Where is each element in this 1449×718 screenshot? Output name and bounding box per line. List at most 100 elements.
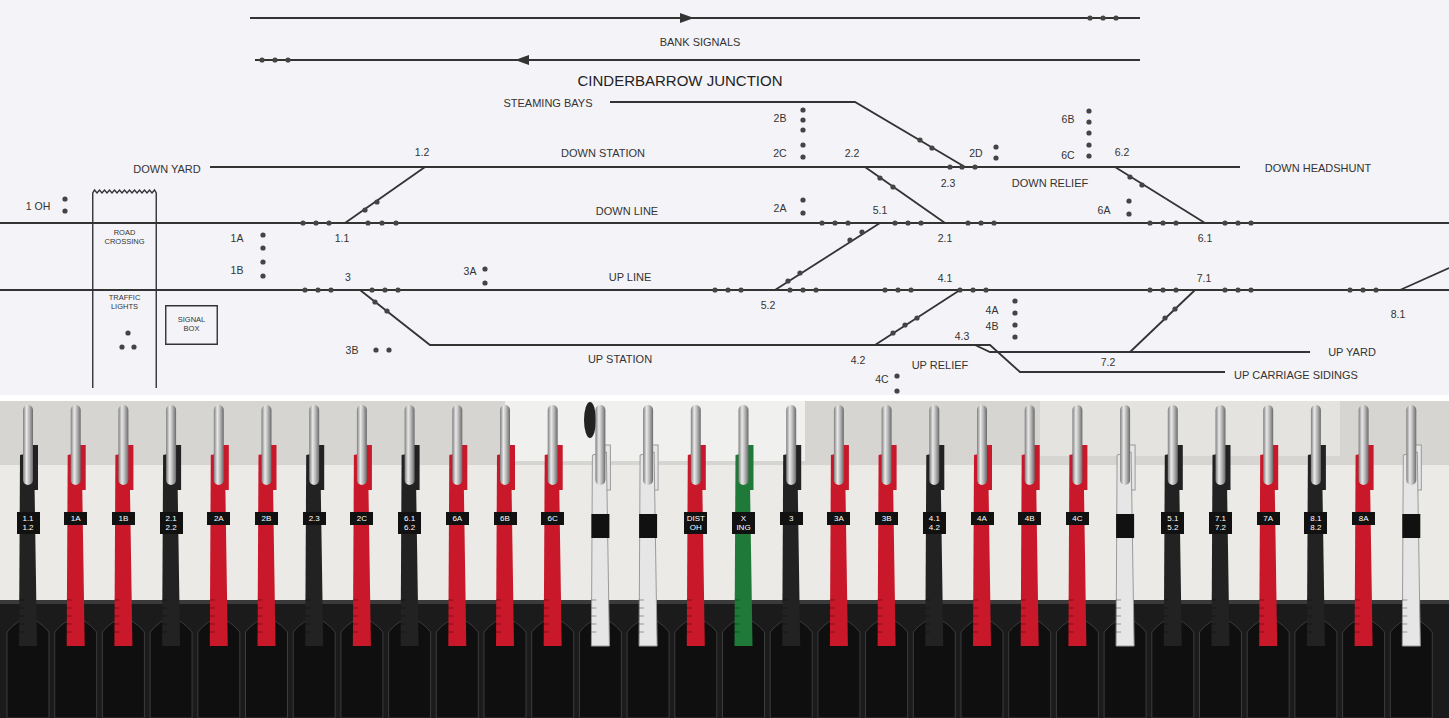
lever-teeth (782, 624, 787, 625)
lever-teeth (19, 608, 24, 609)
lever-teeth (401, 632, 406, 633)
lever-plate: 2C (350, 512, 373, 525)
lever-teeth (162, 600, 167, 601)
direction-arrow (680, 13, 694, 23)
track-line (250, 17, 1140, 19)
lever-plate: 6C (541, 512, 564, 525)
lever-handle (309, 405, 319, 485)
lever-teeth (1068, 600, 1073, 601)
signal-dot (993, 155, 998, 160)
signal-dot (1173, 220, 1178, 225)
signal-dot (847, 237, 852, 242)
track-line (1130, 290, 1195, 352)
signal-dot (119, 344, 124, 349)
lever-teeth (973, 624, 978, 625)
signal-dot (1173, 287, 1178, 292)
signal-dot (712, 287, 717, 292)
lever-teeth (973, 608, 978, 609)
lever-teeth (639, 608, 644, 609)
lever-teeth (162, 608, 167, 609)
lever-teeth (448, 616, 453, 617)
lever-handle (214, 405, 224, 485)
signal-dot (959, 164, 964, 169)
lever-teeth (1307, 616, 1312, 617)
lever-teeth (1116, 616, 1121, 617)
signal-dot (993, 144, 998, 149)
signal-dot (260, 273, 265, 278)
lever-teeth (1402, 632, 1407, 633)
signal-dot (1160, 220, 1165, 225)
line-name: UP RELIEF (912, 360, 969, 371)
signal-dot (800, 210, 805, 215)
lever-teeth (591, 600, 596, 601)
lever-teeth (19, 632, 24, 633)
signal-dot (832, 220, 837, 225)
lever-teeth (1164, 608, 1169, 609)
lever-teeth (305, 600, 310, 601)
lever-teeth (878, 624, 883, 625)
signal-dot (365, 220, 370, 225)
lever-plate-blank (639, 514, 657, 538)
lever-teeth (925, 616, 930, 617)
lever-teeth (925, 608, 930, 609)
lever-teeth (1068, 616, 1073, 617)
lever-teeth (1307, 624, 1312, 625)
track-line (0, 289, 1449, 291)
lever-teeth (973, 632, 978, 633)
lever-teeth (1164, 600, 1169, 601)
signal-dot (1086, 108, 1091, 113)
lever-teeth (1068, 608, 1073, 609)
lever-teeth (544, 616, 549, 617)
lever-handle (405, 405, 415, 485)
lever-teeth (735, 600, 740, 601)
lever-teeth (210, 624, 215, 625)
signal-dot (1235, 287, 1240, 292)
signal-dot (313, 220, 318, 225)
lever-handle (595, 405, 605, 485)
lever-teeth (210, 608, 215, 609)
lever-teeth (258, 632, 263, 633)
line-name: DOWN STATION (561, 148, 645, 159)
lever-plate: 4C (1066, 512, 1089, 525)
signal-dot (800, 117, 805, 122)
signal-number: 3 (345, 272, 351, 283)
signal-number: 6B (1062, 114, 1075, 125)
lever-teeth (496, 624, 501, 625)
lever-teeth (830, 624, 835, 625)
signal-dot (1126, 211, 1131, 216)
lever-teeth (67, 608, 72, 609)
signal-dot (914, 315, 919, 320)
lever-plate: 7.1 7.2 (1209, 512, 1232, 534)
track-line (975, 345, 1310, 352)
line-name: UP STATION (588, 354, 652, 365)
signal-dot (482, 266, 487, 271)
lever-plate: 6B (494, 512, 517, 525)
line-name: DOWN RELIEF (1012, 178, 1088, 189)
line-name: DOWN HEADSHUNT (1265, 163, 1371, 174)
line-name: DOWN YARD (133, 164, 200, 175)
signal-dot (482, 280, 487, 285)
signal-number: 8.1 (1391, 309, 1406, 320)
lever-plate-blank (1116, 514, 1134, 538)
lever-teeth (782, 608, 787, 609)
lever-teeth (353, 616, 358, 617)
signal-dot (1012, 334, 1017, 339)
signal-dot (386, 347, 391, 352)
signal-dot (1147, 287, 1152, 292)
lever-teeth (1307, 632, 1312, 633)
lever-handle (786, 405, 796, 485)
lever-teeth (639, 624, 644, 625)
signal-number: 1.2 (415, 147, 430, 158)
lever-handle (882, 405, 892, 485)
signal-dot (1139, 182, 1144, 187)
lever-plate-blank (591, 514, 609, 538)
signal-dot (272, 57, 277, 62)
lever-teeth (258, 624, 263, 625)
signal-dot (785, 278, 790, 283)
signal-dot (1127, 174, 1132, 179)
signal-dot (965, 220, 970, 225)
lever-teeth (1307, 608, 1312, 609)
signal-dot (1087, 15, 1092, 20)
box-text: TRAFFIC LIGHTS (103, 293, 147, 312)
lever-teeth (735, 632, 740, 633)
